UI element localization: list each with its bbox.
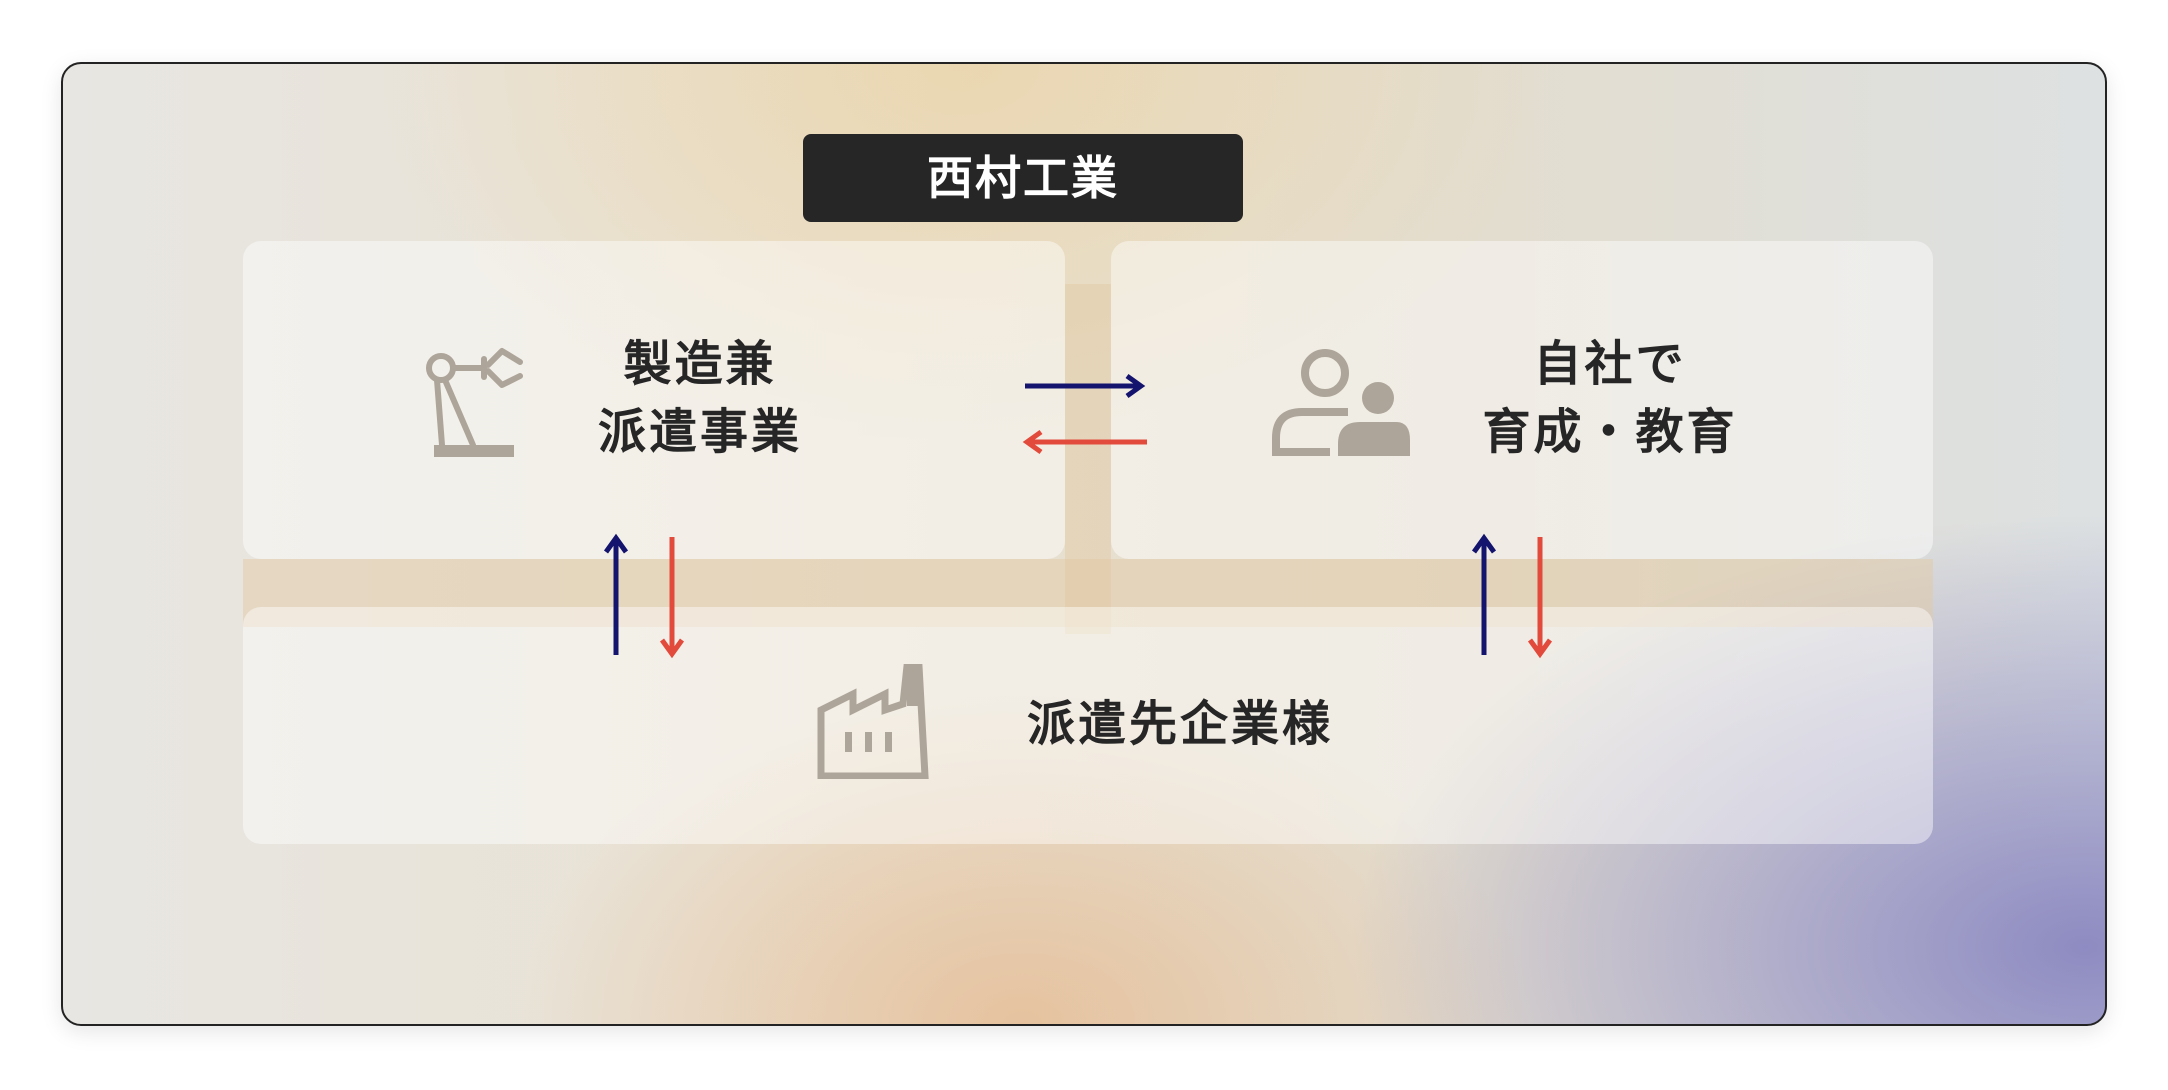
company-title: 西村工業 xyxy=(803,134,1243,222)
people-icon xyxy=(1272,349,1410,456)
training-card xyxy=(1111,241,1933,559)
client-label: 派遣先企業様 xyxy=(1026,696,1333,752)
manufacturing-card xyxy=(243,241,1065,559)
training-label-line1: 自社で xyxy=(1533,336,1687,392)
diagram-frame xyxy=(61,62,2107,1026)
manufacturing-label-line2: 派遣事業 xyxy=(597,404,802,460)
client-card xyxy=(243,607,1933,844)
robot-arm-icon xyxy=(426,348,523,457)
manufacturing-label-line1: 製造兼 xyxy=(623,336,777,392)
training-label-line2: 育成・教育 xyxy=(1482,404,1738,460)
hub-connector-horizontal xyxy=(243,559,1933,627)
training-label: 自社で 育成・教育 xyxy=(1440,330,1780,466)
manufacturing-label: 製造兼 派遣事業 xyxy=(560,330,840,466)
factory-icon xyxy=(817,664,929,779)
